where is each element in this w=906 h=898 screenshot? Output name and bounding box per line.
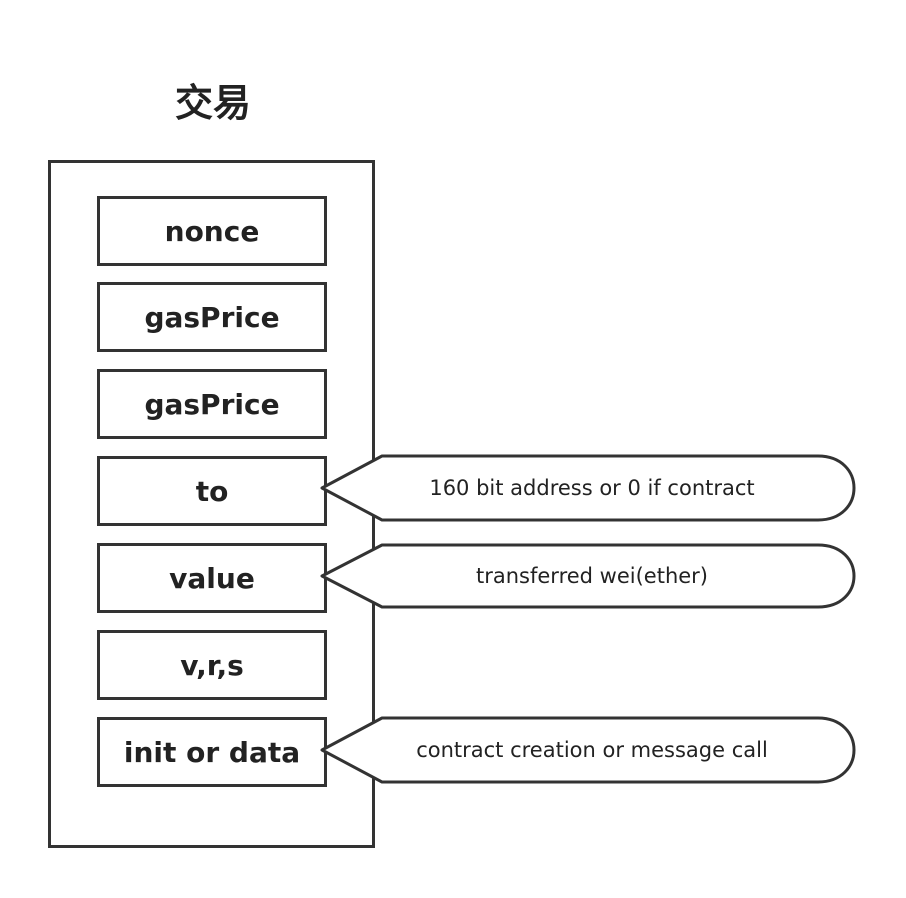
field-nonce: nonce: [97, 196, 327, 266]
field-init-or-data: init or data: [97, 717, 327, 787]
callout-bubble-init-or-data: [320, 716, 856, 784]
callout-bubble-value: [320, 543, 856, 609]
callout-bubble-to: [320, 454, 856, 522]
field-vrs: v,r,s: [97, 630, 327, 700]
field-gas-price: gasPrice: [97, 282, 327, 352]
callout-text-to: 160 bit address or 0 if contract: [429, 476, 755, 500]
callout-text-value: transferred wei(ether): [476, 564, 708, 588]
field-value: value: [97, 543, 327, 613]
field-gas-price-2: gasPrice: [97, 369, 327, 439]
diagram-title: 交易: [174, 81, 251, 125]
callout-text-init-or-data: contract creation or message call: [416, 738, 768, 762]
field-to: to: [97, 456, 327, 526]
